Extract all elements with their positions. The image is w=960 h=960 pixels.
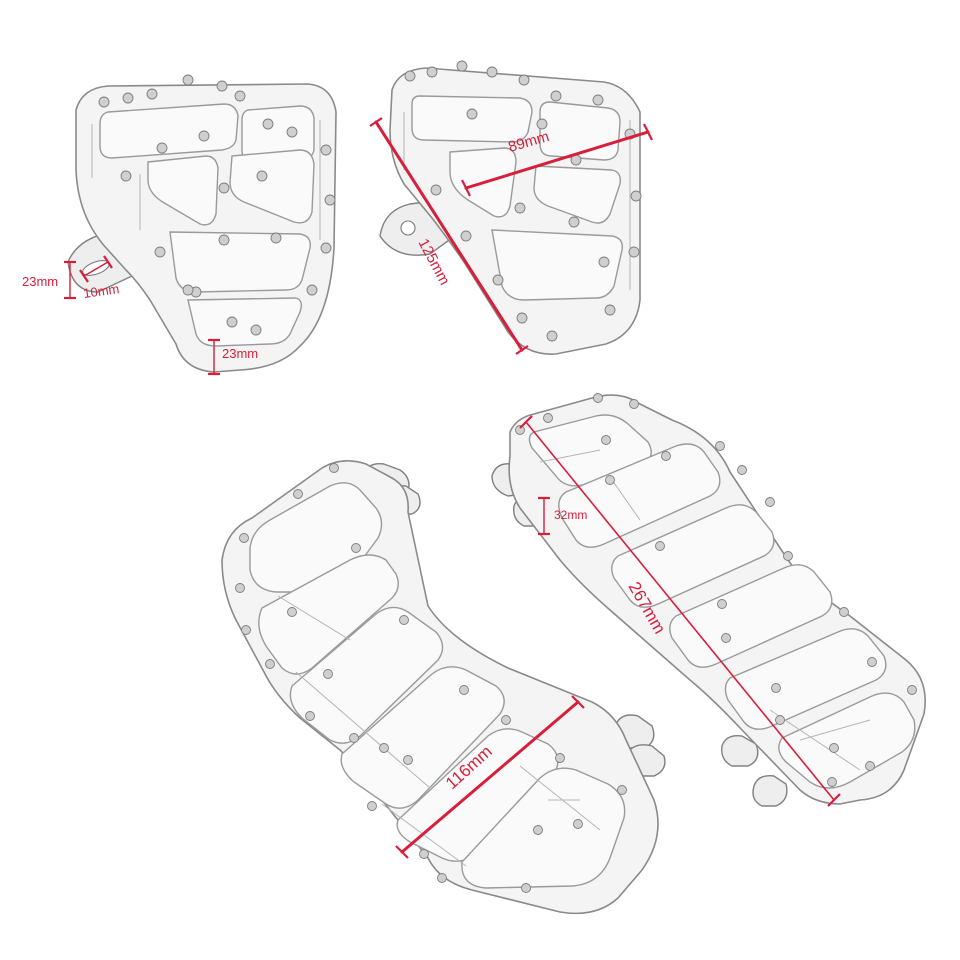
board-right-studs	[515, 393, 917, 787]
board-right-mount	[721, 735, 759, 767]
board-right-window	[669, 564, 833, 668]
peg-right-studs	[404, 60, 642, 342]
board-left-window	[461, 767, 626, 889]
footpeg-left	[67, 74, 337, 373]
peg-left-window	[187, 297, 303, 347]
board-right-mount	[752, 775, 788, 807]
dim-small-mount-height	[64, 260, 76, 300]
label-small-mount-height: 23mm	[22, 274, 58, 289]
label-board-mount-height: 32mm	[554, 508, 587, 522]
board-left-window	[258, 554, 399, 675]
board-right-window	[778, 692, 916, 789]
peg-right-window	[491, 229, 623, 301]
peg-left-window	[169, 231, 311, 293]
peg-left-window	[229, 149, 315, 224]
peg-right-window	[539, 101, 621, 161]
board-right-window	[611, 504, 775, 608]
floorboard-right	[491, 393, 926, 807]
board-right-ribs	[539, 449, 871, 771]
peg-left-window	[99, 103, 239, 159]
board-right-window	[724, 628, 887, 730]
peg-right-edge	[403, 112, 631, 290]
peg-right-window	[533, 165, 622, 224]
label-small-hole-width: 10mm	[82, 281, 120, 301]
footpeg-right	[379, 60, 642, 355]
dim-small-plate-thickness	[208, 338, 220, 376]
board-left-window	[289, 606, 444, 744]
peg-right-mount-hole	[400, 220, 416, 236]
peg-left-studs	[98, 74, 336, 336]
dim-peg-width	[461, 123, 653, 197]
floorboard-left	[221, 460, 666, 915]
dim-board-mount-height	[538, 496, 550, 536]
dim-small-hole-width	[79, 255, 113, 283]
peg-left-window	[147, 155, 219, 226]
board-left-studs	[235, 463, 627, 893]
board-left-window	[340, 666, 505, 809]
dim-board-width	[395, 695, 585, 859]
dim-peg-length	[369, 117, 529, 355]
peg-left-edge	[91, 120, 321, 240]
label-peg-length: 125mm	[414, 236, 452, 288]
dim-board-length	[519, 415, 841, 807]
board-right-window	[558, 443, 721, 548]
label-small-plate-thickness: 23mm	[222, 346, 258, 361]
